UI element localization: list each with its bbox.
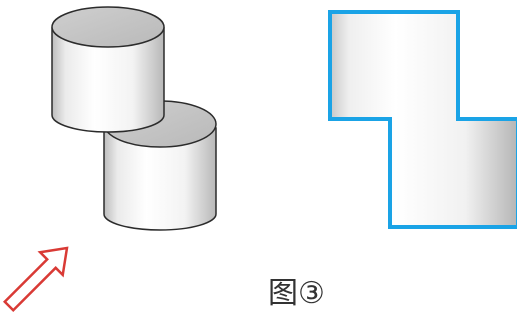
arrow-icon	[2, 246, 69, 313]
upper-cylinder	[51, 6, 165, 133]
figure-caption: 图③	[268, 276, 325, 311]
projection-outline	[330, 12, 517, 227]
front-projection-view	[328, 10, 517, 229]
cylinders-3d-view	[51, 6, 217, 231]
